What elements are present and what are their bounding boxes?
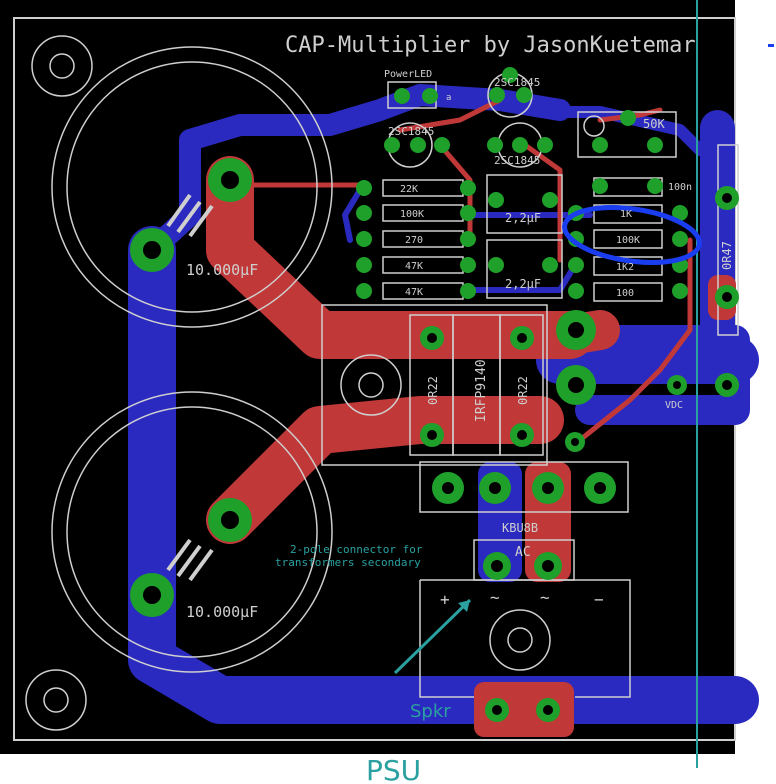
bridge-label: KBU8B bbox=[502, 521, 538, 535]
rr3-label: 1K2 bbox=[616, 262, 634, 273]
note-line2: transformers secondary bbox=[275, 556, 421, 569]
cap1-label: 10.000µF bbox=[186, 261, 258, 279]
right-res-label: 0R47 bbox=[720, 241, 734, 270]
pin-tilde2-label: ~ bbox=[540, 588, 550, 607]
spkr-label: Spkr bbox=[410, 701, 451, 722]
cap-polarity-marks bbox=[166, 193, 214, 582]
rr2-label: 100K bbox=[616, 235, 640, 246]
note-line1: 2-pole connector for bbox=[290, 543, 423, 556]
pot-arrow-head bbox=[458, 600, 470, 612]
q-left-label: 2SC1845 bbox=[388, 125, 434, 138]
cap2-label: 10.000µF bbox=[186, 603, 258, 621]
mosfet-label: IRFP9140 bbox=[474, 359, 489, 422]
r5-label: 47K bbox=[405, 287, 423, 298]
res-right-label: 0R22 bbox=[516, 376, 530, 405]
pin-plus-label: + bbox=[440, 590, 450, 609]
c-small2-label: 2,2µF bbox=[505, 277, 541, 291]
ac-label: AC bbox=[515, 545, 531, 560]
c-small1-label: 2,2µF bbox=[505, 211, 541, 225]
pin-tilde1-label: ~ bbox=[490, 588, 500, 607]
pot-label: 50K bbox=[643, 117, 665, 131]
c100n-label: 100n bbox=[668, 182, 692, 193]
board-title: CAP-Multiplier by JasonKuetemar bbox=[285, 33, 696, 58]
pot-arrow bbox=[393, 598, 472, 675]
q-top-label: 2SC1845 bbox=[494, 76, 540, 89]
psu-label: PSU bbox=[366, 754, 421, 784]
rr1-label: 1K bbox=[620, 209, 632, 220]
powerled-label: PowerLED bbox=[384, 69, 432, 80]
marker bbox=[768, 44, 774, 47]
rr4-label: 100 bbox=[616, 288, 634, 299]
led-a-label: a bbox=[446, 93, 451, 103]
r2-label: 100K bbox=[400, 209, 424, 220]
pads bbox=[130, 67, 739, 722]
r4-label: 47K bbox=[405, 261, 423, 272]
res-left-label: 0R22 bbox=[426, 376, 440, 405]
r3-label: 270 bbox=[405, 235, 423, 246]
q-mid-label: 2SC1845 bbox=[494, 154, 540, 167]
r1-label: 22K bbox=[400, 184, 418, 195]
pin-minus-label: − bbox=[594, 590, 604, 609]
highlight-ellipse bbox=[562, 205, 702, 265]
spkr-red-pour bbox=[474, 682, 574, 737]
vdc-label: VDC bbox=[665, 400, 683, 411]
